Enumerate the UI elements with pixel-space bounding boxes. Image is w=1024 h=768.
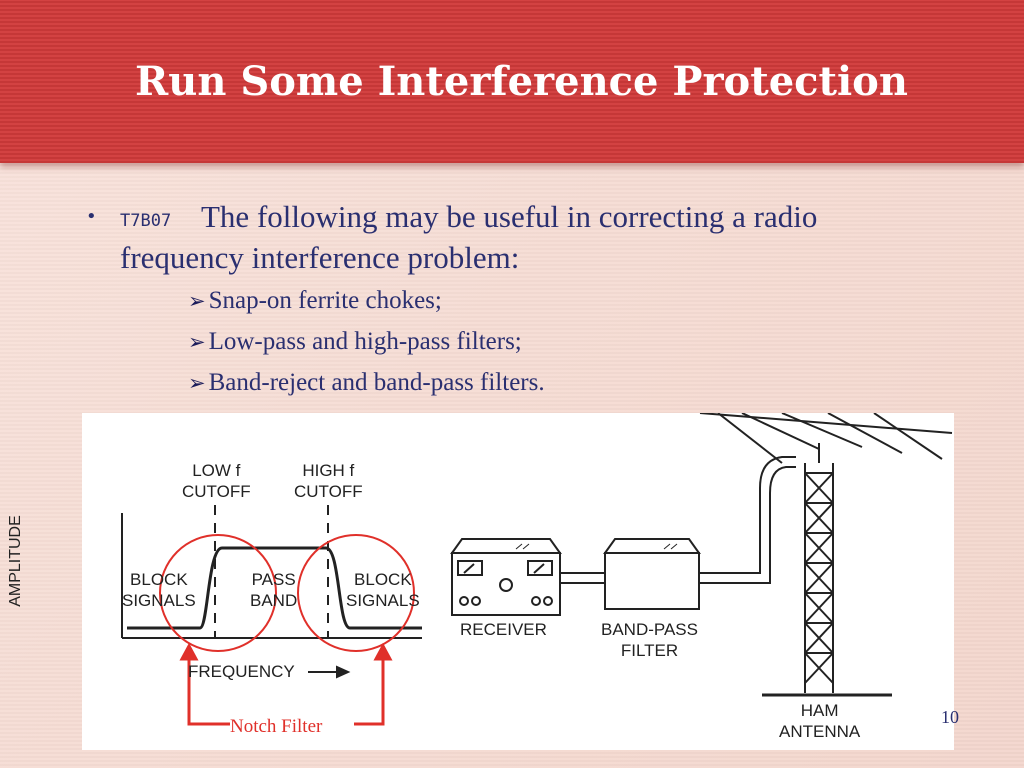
- coax-cable: [560, 456, 796, 584]
- sub-bullet-item: ➢Band-reject and band-pass filters.: [188, 369, 545, 396]
- title-bar: Run Some Interference Protection: [0, 0, 1024, 163]
- low-notch-circle: [159, 534, 277, 652]
- question-code: T7B07: [120, 211, 172, 231]
- sub-bullet-item: ➢Low-pass and high-pass filters;: [188, 328, 522, 355]
- filter-response-graph: [121, 505, 422, 652]
- arrow-bullet-icon: ➢: [188, 289, 206, 313]
- notch-filter-annotation: Notch Filter: [230, 716, 323, 737]
- bullet-text-line-2: frequency interference problem:: [120, 240, 520, 275]
- ham-antenna-tower-icon: [699, 413, 953, 697]
- arrow-bullet-icon: ➢: [188, 330, 206, 354]
- sub-bullet-item: ➢Snap-on ferrite chokes;: [188, 287, 442, 314]
- amplitude-axis-label: AMPLITUDE: [6, 515, 24, 607]
- diagram-graphics: [121, 413, 953, 726]
- frequency-axis-label: FREQUENCY: [188, 662, 295, 681]
- notch-arrows: [179, 642, 393, 726]
- page-number: 10: [941, 707, 959, 727]
- frequency-arrow-icon: [308, 665, 351, 679]
- band-pass-curve: [127, 546, 422, 630]
- high-notch-circle: [297, 534, 415, 652]
- arrow-bullet-icon: ➢: [188, 371, 206, 395]
- receiver-label: RECEIVER: [460, 620, 547, 639]
- bullet-text-line-1: The following may be useful in correctin…: [201, 199, 818, 234]
- band-pass-filter-icon: [603, 538, 701, 610]
- receiver-icon: [450, 538, 562, 616]
- bullet-marker: •: [86, 206, 97, 227]
- slide-title: Run Some Interference Protection: [135, 58, 908, 105]
